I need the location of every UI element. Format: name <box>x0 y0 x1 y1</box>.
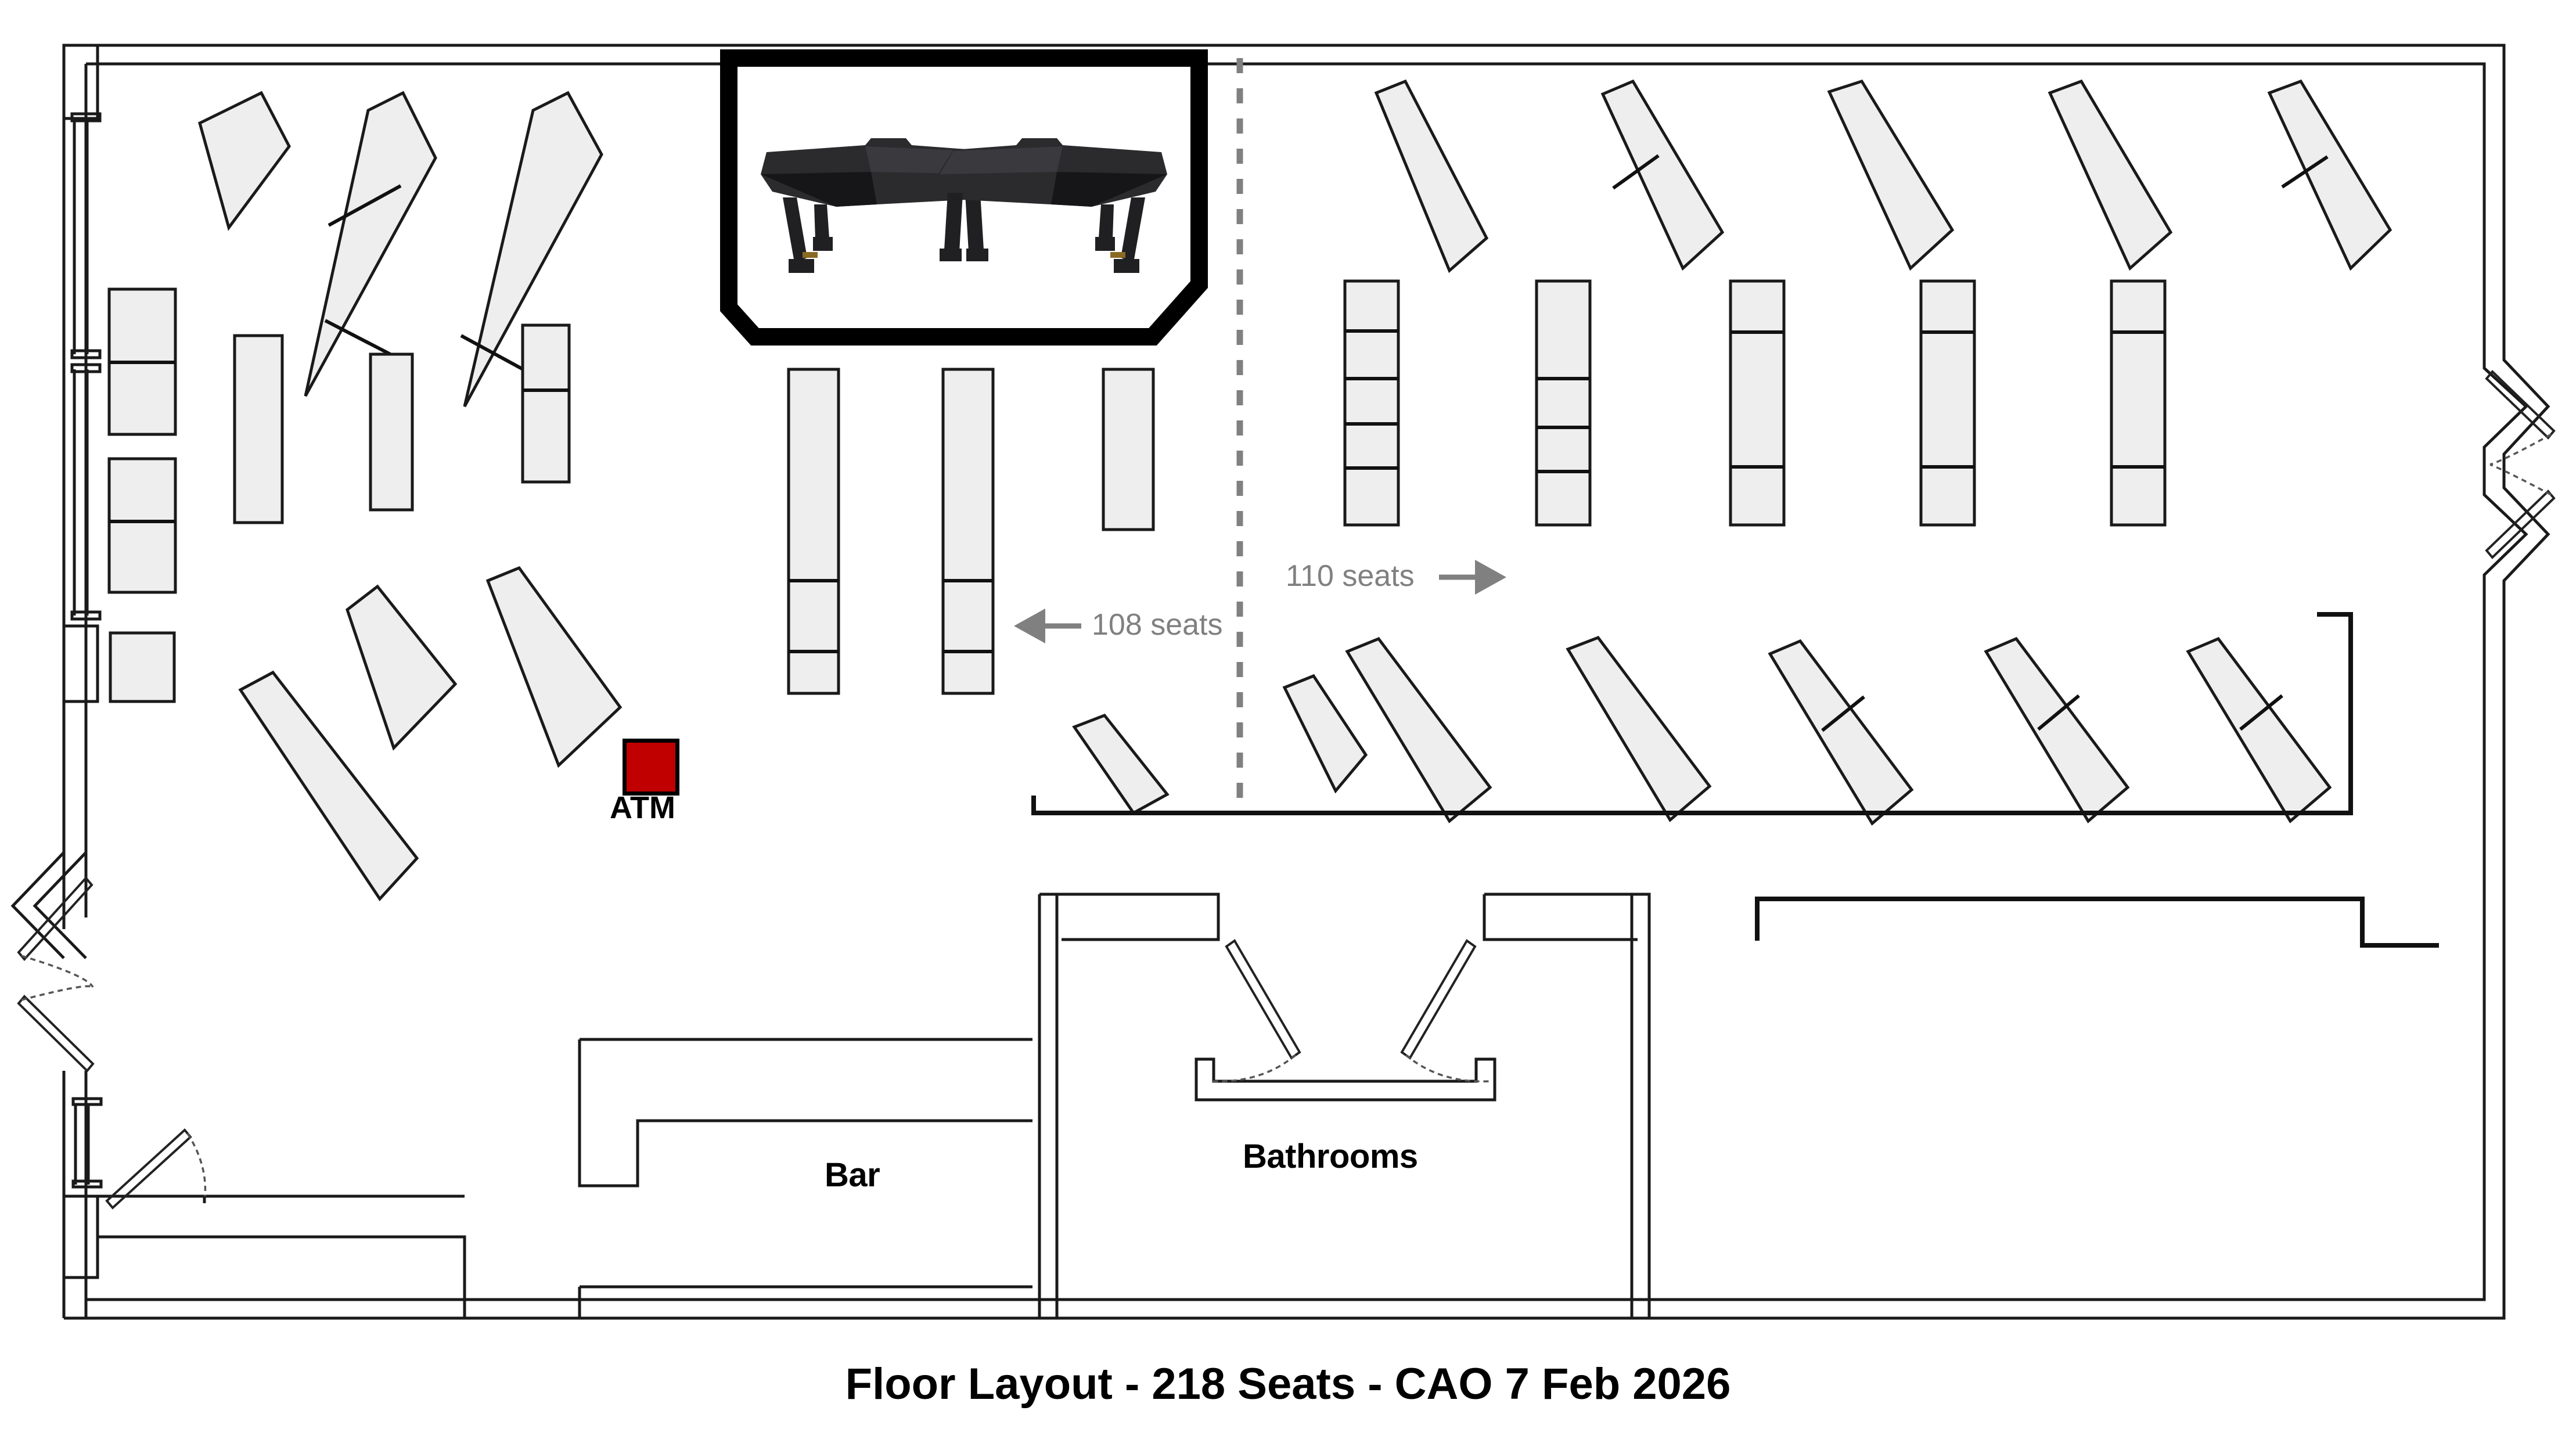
table-group[interactable] <box>2048 79 2173 271</box>
table-group[interactable] <box>2110 279 2167 527</box>
table-group[interactable] <box>1566 635 1712 822</box>
floor-plan-title-bar: Floor Layout - 218 Seats - CAO 7 Feb 202… <box>0 1359 2576 1409</box>
atm-label: ATM <box>610 790 675 825</box>
table-group[interactable] <box>238 670 419 902</box>
table-group[interactable] <box>941 368 995 695</box>
table-group[interactable] <box>304 91 437 397</box>
service-counter-right <box>1755 897 2439 948</box>
table-group[interactable] <box>1072 714 1170 815</box>
right-section-seat-count: 110 seats <box>1286 559 1415 593</box>
bathroom-block <box>1038 893 1651 1318</box>
table-group[interactable] <box>1729 279 1786 527</box>
table-group[interactable] <box>787 368 840 695</box>
grand-piano-right <box>938 138 1167 273</box>
table-group[interactable] <box>1374 79 1489 274</box>
table-group[interactable] <box>198 91 291 231</box>
page-title: Floor Layout - 218 Seats - CAO 7 Feb 202… <box>845 1359 1731 1409</box>
table-group[interactable] <box>1343 279 1400 527</box>
tables-right-section <box>1282 79 2392 826</box>
table-group[interactable] <box>1768 639 1914 826</box>
table-group[interactable] <box>1535 279 1592 527</box>
right-arrow-icon <box>1439 560 1506 595</box>
table-group[interactable] <box>109 631 176 703</box>
table-group[interactable] <box>2186 636 2332 823</box>
table-group[interactable] <box>107 287 177 436</box>
table-group[interactable] <box>1102 368 1155 531</box>
table-group[interactable] <box>1984 636 2130 823</box>
raised-platform-edge <box>1031 612 2353 815</box>
table-group[interactable] <box>1600 79 1725 271</box>
side-exit-doors-right[interactable] <box>2485 370 2556 559</box>
bathrooms-label: Bathrooms <box>1243 1138 1418 1175</box>
grand-piano-left <box>761 138 990 273</box>
bar-counter[interactable] <box>578 1038 1032 1318</box>
table-group[interactable] <box>2267 79 2392 271</box>
bathroom-door-left[interactable] <box>1210 939 1301 1083</box>
table-group[interactable] <box>485 566 623 768</box>
left-arrow-icon <box>1014 609 1081 643</box>
left-wall-lower <box>62 1071 466 1318</box>
table-group[interactable] <box>1827 80 1955 271</box>
tables-left-section <box>107 91 1170 902</box>
building-outline <box>64 44 2550 1320</box>
main-entry-doors-left[interactable] <box>10 851 95 1073</box>
table-group[interactable] <box>460 91 603 408</box>
table-group[interactable] <box>369 352 414 512</box>
table-group[interactable] <box>233 334 284 524</box>
bar-label: Bar <box>825 1156 880 1194</box>
table-group[interactable] <box>107 457 177 594</box>
table-group[interactable] <box>1282 674 1368 794</box>
table-group[interactable] <box>521 323 571 484</box>
table-group[interactable] <box>1919 279 1976 527</box>
atm-marker[interactable] <box>623 739 679 796</box>
bathroom-door-right[interactable] <box>1400 939 1491 1083</box>
table-group[interactable] <box>346 584 458 751</box>
left-section-seat-count: 108 seats <box>1092 608 1223 642</box>
left-wall <box>62 44 102 929</box>
table-group[interactable] <box>1345 636 1492 823</box>
